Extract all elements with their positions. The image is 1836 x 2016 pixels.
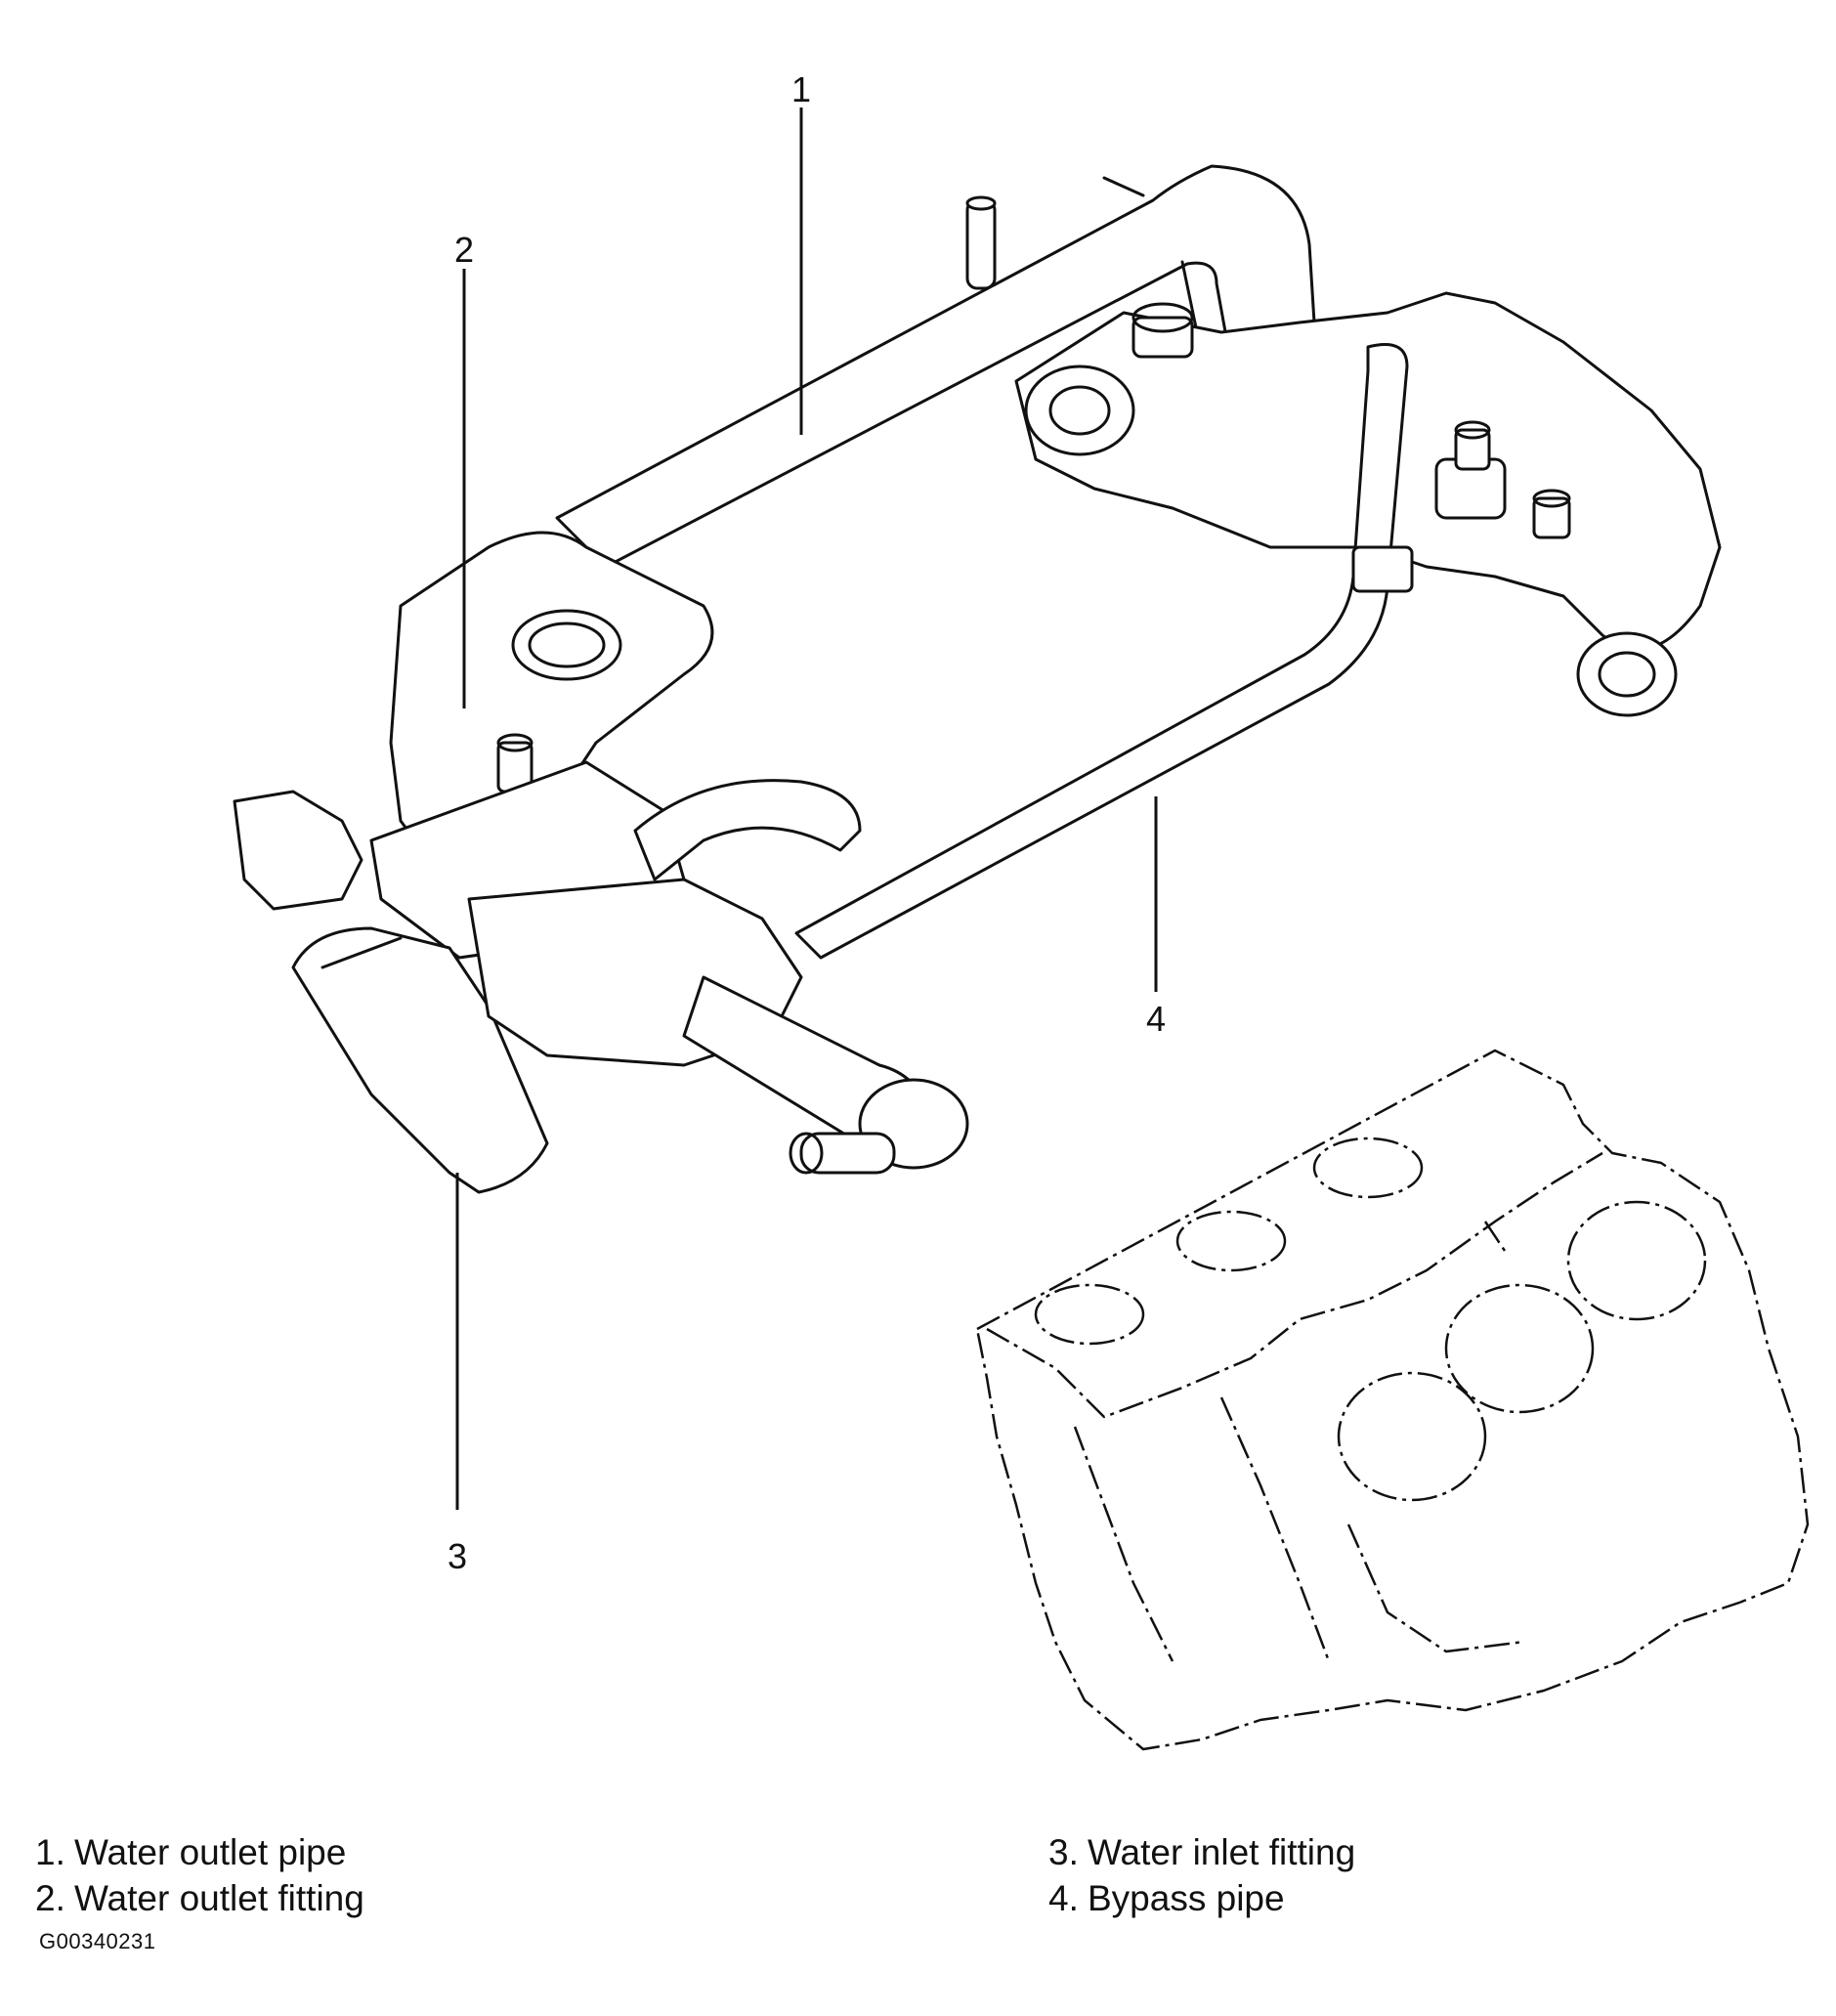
callout-4: 4 [1146, 999, 1166, 1039]
water-inlet-fitting-drawing [291, 878, 969, 1194]
legend-item: 2.Water outlet fitting [35, 1878, 364, 1918]
legend-item: 1.Water outlet pipe [35, 1832, 347, 1872]
legend-item: 3.Water inlet fitting [1048, 1832, 1356, 1872]
callout-3: 3 [448, 1536, 467, 1576]
legend-left-column: 1.Water outlet pipe 2.Water outlet fitti… [35, 1829, 364, 1921]
legend-item: 4.Bypass pipe [1048, 1878, 1285, 1918]
callout-1: 1 [791, 69, 811, 109]
figure-code: G00340231 [39, 1929, 156, 1953]
cooling-system-diagram: 1 2 3 4 [233, 69, 1810, 1751]
bypass-pipe-drawing [794, 343, 1414, 960]
water-outlet-pipe-drawing [555, 164, 1722, 717]
legend-right-column: 3.Water inlet fitting 4.Bypass pipe [1048, 1829, 1355, 1921]
callout-2: 2 [454, 230, 474, 270]
engine-block-drawing [975, 1049, 1810, 1751]
